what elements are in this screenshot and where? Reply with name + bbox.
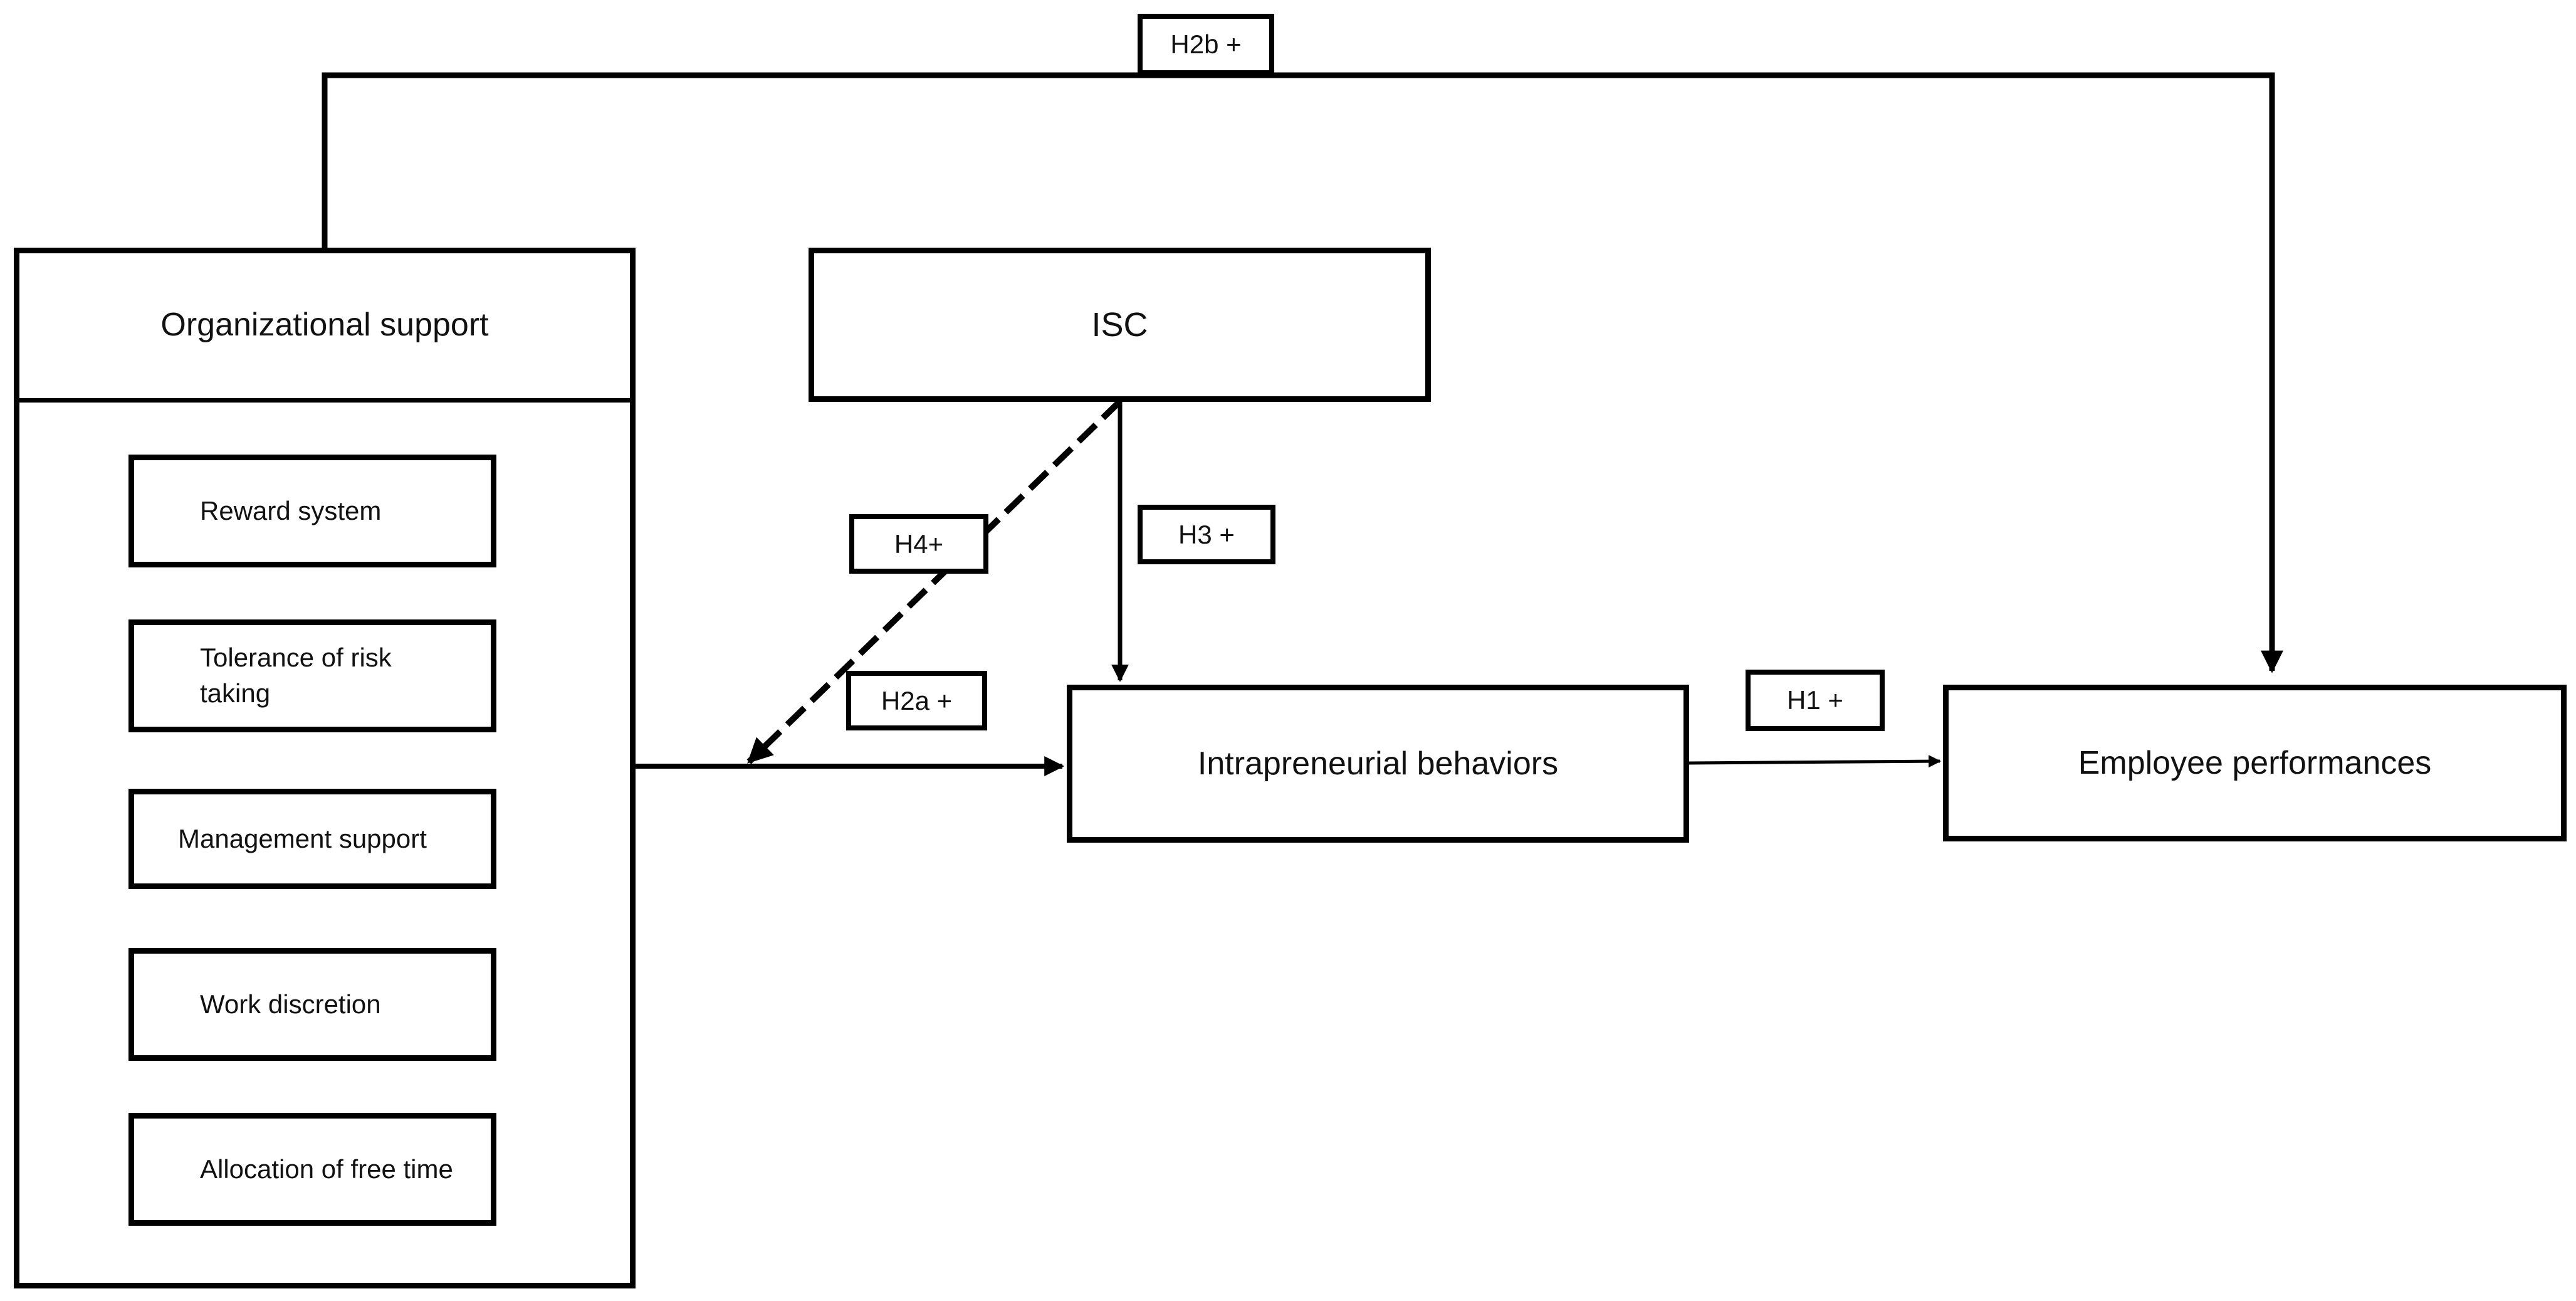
work-discretion-box: Work discretion (128, 948, 496, 1061)
reward-system-label: Reward system (200, 495, 382, 525)
free-time-label: Allocation of free time (200, 1154, 453, 1184)
hypothesis-h2b-label: H2b + (1138, 14, 1274, 75)
org-support-title: Organizational support (160, 306, 489, 343)
employee-performances-title: Employee performances (2078, 745, 2432, 781)
work-discretion-label: Work discretion (200, 989, 381, 1019)
hypothesis-h1-label: H1 + (1746, 670, 1885, 731)
hypothesis-h4-label: H4+ (849, 514, 988, 574)
hypothesis-h3-label: H3 + (1138, 505, 1275, 564)
org-support-header-divider (19, 398, 630, 403)
management-support-label: Management support (178, 823, 427, 853)
reward-system-box: Reward system (128, 455, 496, 567)
h1-arrow (1688, 755, 1941, 768)
h2b-arrow (322, 72, 2283, 673)
employee-performances-box (1943, 685, 2567, 841)
risk-tolerance-box: Tolerance of risk taking (128, 619, 496, 732)
intrapreneurial-behaviors-title: Intrapreneurial behaviors (1197, 745, 1559, 782)
h4-dashed-arrow (746, 399, 1123, 764)
intrapreneurial-behaviors-box (1067, 685, 1689, 843)
hypothesis-h2a-label: H2a + (846, 671, 987, 730)
management-support-box: Management support (128, 789, 496, 889)
free-time-box: Allocation of free time (128, 1113, 496, 1226)
isc-box (809, 248, 1431, 402)
isc-title: ISC (1091, 306, 1148, 344)
risk-tolerance-label: Tolerance of risk taking (200, 643, 392, 708)
